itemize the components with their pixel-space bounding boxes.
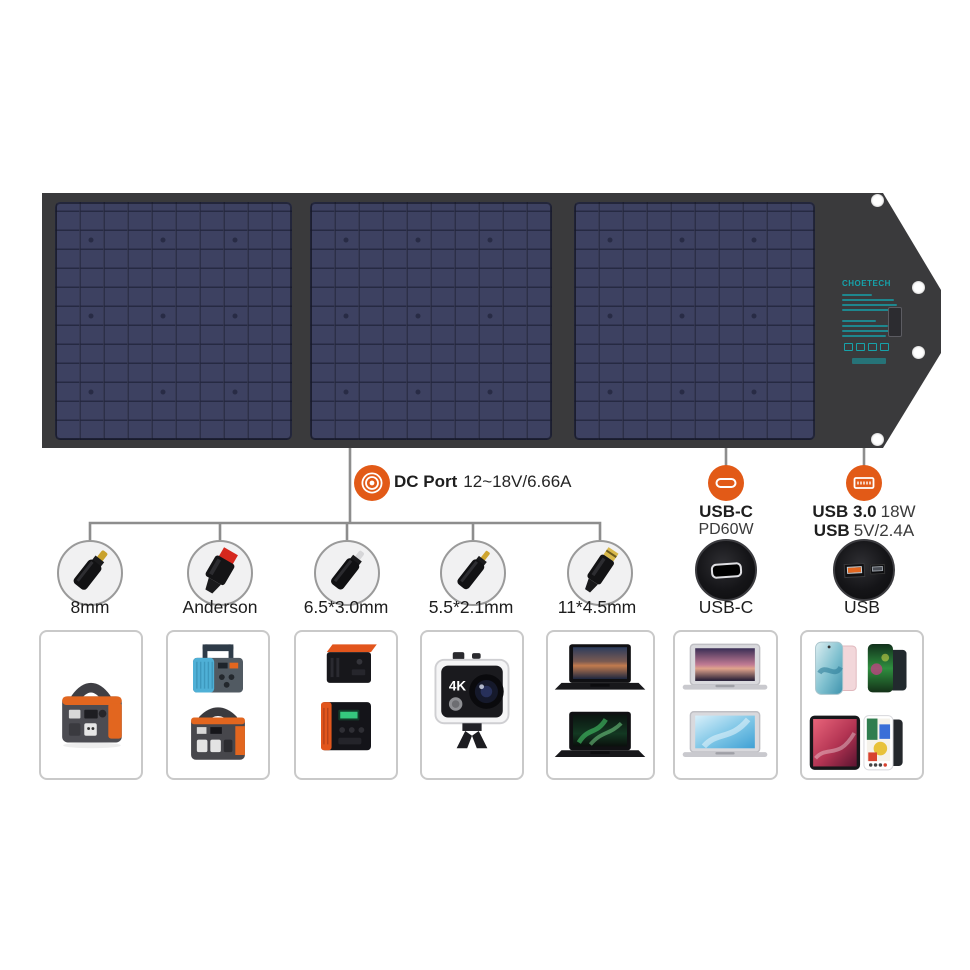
grommet-hole	[871, 194, 884, 207]
dc-barrel-plug-slim-gold-tip-icon	[440, 540, 506, 606]
lg-phones	[867, 644, 907, 693]
two-macbooks-image	[682, 643, 768, 757]
certification-mark-icon	[856, 343, 865, 351]
grommet-hole	[871, 433, 884, 446]
slim-square-tip-plug-icon	[567, 540, 633, 606]
solar-panel: CHOETECH	[42, 193, 941, 448]
connector-label-8mm: 8mm	[70, 597, 110, 617]
dc-port-name: DC Port	[394, 472, 458, 491]
certification-mark-icon	[844, 343, 853, 351]
solar-cell-section-3	[574, 202, 815, 440]
jack-label-usb: USB	[844, 597, 880, 617]
dc-port-label: DC Port 12~18V/6.66A	[394, 472, 572, 492]
dual-usb-a-jack-photo	[833, 539, 895, 601]
device-box-6530	[294, 630, 398, 780]
label-print-line	[842, 304, 897, 306]
device-box-anderson	[166, 630, 270, 780]
grommet-hole	[912, 346, 925, 359]
device-box-usb	[800, 630, 924, 780]
certification-mark-icon	[880, 343, 889, 351]
device-box-usbc	[673, 630, 778, 780]
samsung-phones	[815, 641, 857, 695]
camera-4k-badge: 4K	[449, 679, 466, 694]
label-print-line	[842, 320, 876, 322]
dc-port-icon	[354, 465, 390, 501]
solar-cell-section-2	[310, 202, 552, 440]
barcode-print	[852, 358, 886, 364]
device-box-8mm	[39, 630, 143, 780]
grommet-hole	[912, 281, 925, 294]
usb-a-black-port	[869, 563, 885, 575]
action-camera-image: 4K	[434, 652, 510, 749]
label-print-line	[842, 299, 894, 301]
connector-label-1145: 11*4.5mm	[557, 597, 637, 617]
anderson-connector-icon	[187, 540, 253, 606]
usb-c-slot	[710, 561, 742, 579]
label-print-line	[842, 294, 872, 296]
usb-a-port-icon	[846, 465, 882, 501]
dc-port-spec: 12~18V/6.66A	[463, 472, 572, 491]
usb-a-orange-port	[843, 562, 865, 579]
device-box-5521: 4K	[420, 630, 524, 780]
dc-barrel-plug-gold-tip-icon	[57, 540, 123, 606]
usb-c-port-label: USB-C	[699, 502, 753, 521]
solar-cell-section-1	[55, 202, 292, 440]
connector-label-6530: 6.5*3.0mm	[303, 597, 389, 617]
label-print-line	[842, 309, 892, 311]
power-bank-and-station-image	[321, 644, 377, 751]
brand-logo: CHOETECH	[842, 279, 891, 288]
portable-power-station-image	[62, 682, 122, 749]
label-print-line	[842, 325, 888, 327]
certification-mark-icon	[868, 343, 877, 351]
label-print-line	[842, 335, 886, 337]
solar-panel-flap: CHOETECH	[822, 193, 941, 448]
connector-label-anderson: Anderson	[182, 597, 258, 617]
usb-c-jack-photo	[695, 539, 757, 601]
ipad-pro	[809, 715, 861, 770]
connector-label-5521: 5.5*2.1mm	[428, 597, 514, 617]
jack-label-usbc: USB-C	[698, 597, 754, 617]
usb-c-port-icon	[708, 465, 744, 501]
kickstand-slot	[888, 307, 902, 337]
phones-and-tablet-image	[809, 641, 907, 771]
two-laptops-image	[554, 644, 646, 758]
google-pixel-phones	[863, 715, 903, 771]
two-power-stations-image	[191, 644, 245, 760]
dc-barrel-plug-silver-tip-icon	[314, 540, 380, 606]
label-print-line	[842, 330, 900, 332]
usb-c-port-spec: PD60W	[698, 521, 754, 538]
device-box-1145	[546, 630, 655, 780]
